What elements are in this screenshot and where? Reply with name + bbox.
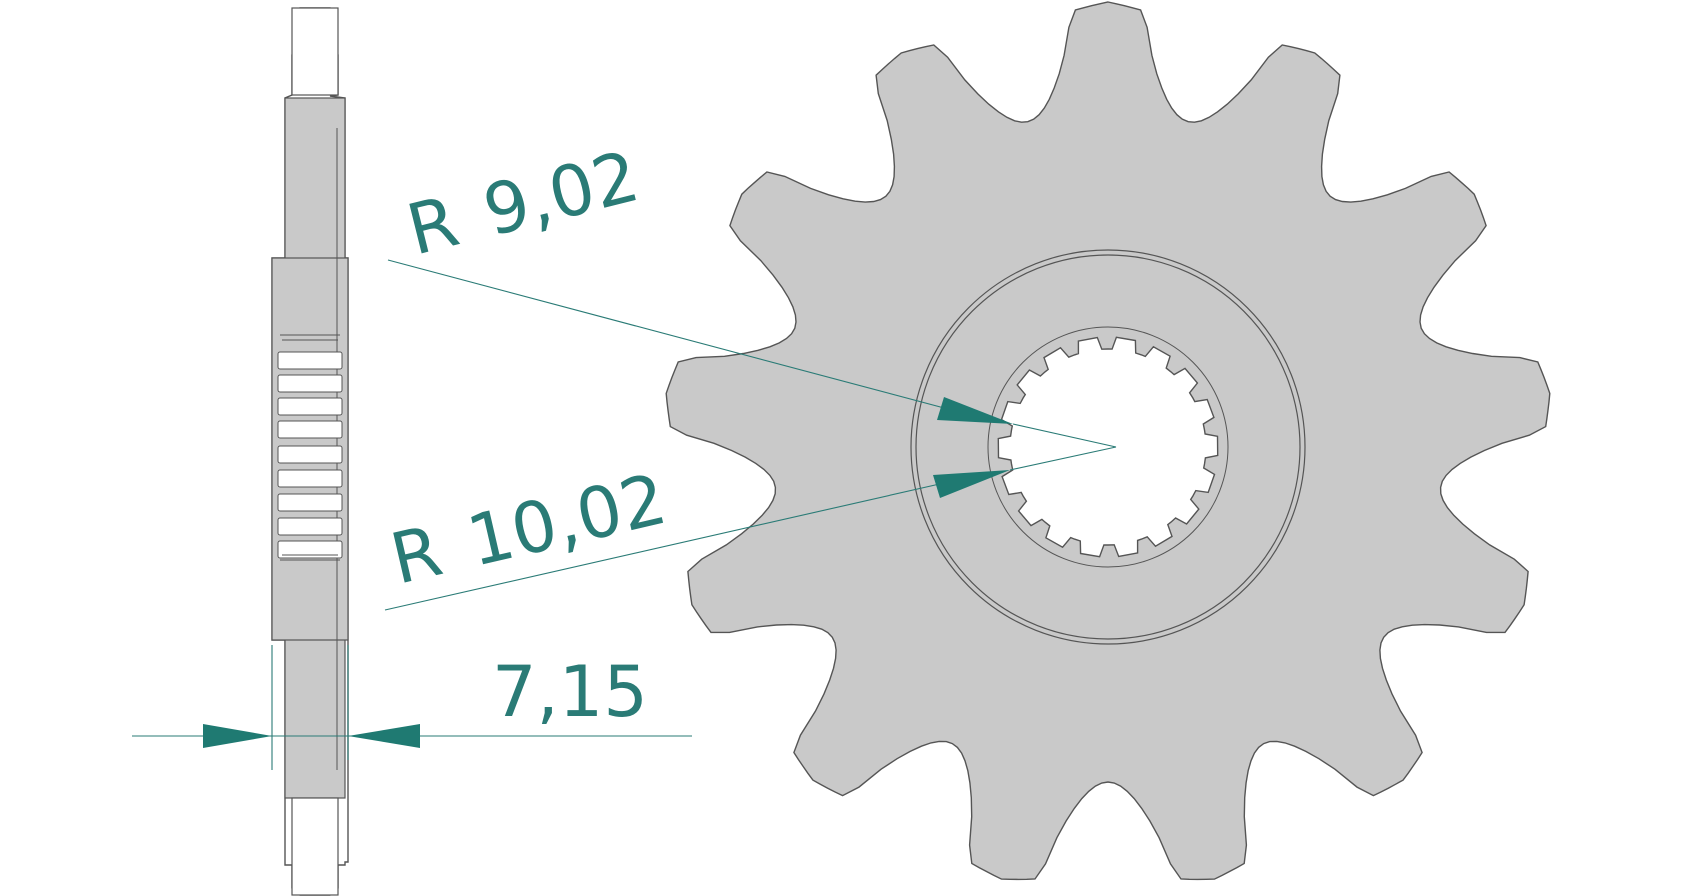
radius-small-prefix: R [399, 180, 466, 271]
spline-groove-3 [277, 397, 343, 416]
spline-groove-9 [277, 540, 343, 559]
radius-small-return-line [1012, 423, 1117, 448]
spline-groove-8 [277, 517, 343, 536]
spline-groove-7 [277, 493, 343, 512]
radius-small-value: 9,02 [476, 135, 647, 252]
sprocket-side-view [271, 7, 349, 896]
radius-small-arrowhead [937, 397, 1013, 424]
hub-outer-circle [910, 249, 1306, 645]
spline-groove-5 [277, 445, 343, 464]
side-view-spline-grooves [277, 334, 343, 561]
hub-inner-circle [987, 326, 1229, 568]
thickness-arrowhead-left [203, 724, 272, 748]
radius-large-prefix: R [383, 510, 449, 601]
spline-groove-2 [277, 374, 343, 393]
hub-outer-circle-inner-edge [915, 254, 1301, 640]
thickness-value-label: 7,15 [492, 651, 648, 733]
radius-large-value: 10,02 [460, 458, 674, 583]
spline-groove-1 [277, 351, 343, 370]
radius-large-leader [384, 482, 945, 611]
spline-chamfer-bottom [280, 554, 340, 561]
radius-large-return-line [1009, 446, 1117, 471]
spline-groove-6 [277, 469, 343, 488]
side-view-tooth-tip-top [291, 7, 339, 96]
spline-chamfer-top [280, 334, 340, 341]
spline-groove-4 [277, 420, 343, 439]
thickness-arrowhead-right [348, 724, 420, 748]
radius-large-arrowhead [933, 470, 1010, 498]
sprocket-front-view [665, 1, 1551, 881]
spline-bore [997, 336, 1219, 558]
radius-small-leader [387, 259, 994, 422]
side-view-tooth-tip-bottom [291, 797, 339, 896]
